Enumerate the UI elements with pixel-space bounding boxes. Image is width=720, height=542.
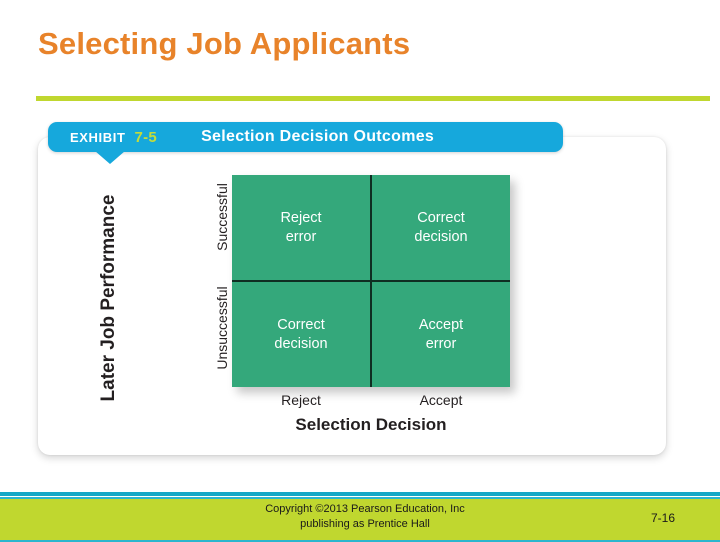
page-title: Selecting Job Applicants [38, 26, 411, 61]
exhibit-label: EXHIBIT [70, 129, 126, 145]
exhibit-banner: EXHIBIT 7-5 Selection Decision Outcomes [48, 122, 563, 152]
y-category-successful: Successful [214, 183, 230, 251]
slide-number: 7-16 [650, 511, 676, 525]
cell-line-1: Reject [280, 209, 322, 226]
footer-copyright-line-1: Copyright ©2013 Pearson Education, Inc [265, 503, 465, 515]
cell-line-1: Correct [417, 209, 465, 226]
matrix-cell-accept-unsuccessful: Accept error [372, 282, 510, 387]
y-axis-title: Later Job Performance [98, 194, 119, 402]
y-category-unsuccessful: Unsuccessful [214, 286, 230, 370]
matrix-cell-reject-unsuccessful: Correct decision [232, 282, 370, 387]
footer-bar [0, 497, 720, 542]
matrix-cell-accept-successful: Correct decision [372, 175, 510, 280]
banner-pointer-icon [95, 151, 125, 164]
exhibit-heading: Selection Decision Outcomes [201, 128, 435, 145]
cell-line-2: error [285, 228, 317, 245]
footer-copyright: Copyright ©2013 Pearson Education, Inc p… [220, 502, 510, 532]
outcome-matrix: Reject error Correct decision Correct de… [232, 175, 510, 387]
matrix-cell-reject-successful: Reject error [232, 175, 370, 280]
exhibit-number: 7-5 [134, 128, 158, 146]
x-category-accept: Accept [419, 392, 463, 408]
title-divider [36, 96, 710, 101]
exhibit-figure: Later Job Performance Successful Unsucce… [38, 137, 666, 455]
cell-line-2: error [425, 335, 457, 352]
cell-line-1: Correct [277, 316, 325, 333]
cell-line-1: Accept [418, 316, 464, 333]
x-axis-title: Selection Decision [295, 415, 447, 434]
cell-line-2: decision [414, 228, 468, 245]
cell-line-2: decision [274, 335, 328, 352]
footer-copyright-line-2: publishing as Prentice Hall [300, 517, 430, 530]
x-category-reject: Reject [281, 392, 321, 408]
footer-accent-rule [0, 492, 720, 496]
